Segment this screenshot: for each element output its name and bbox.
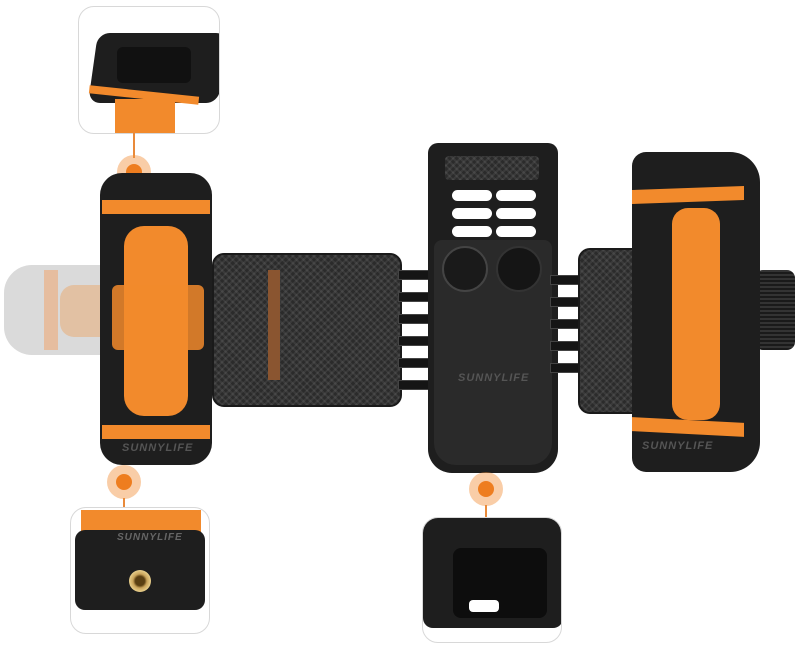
- hotspot-bottom-left[interactable]: [107, 465, 141, 499]
- left-mesh-plate: [212, 253, 402, 407]
- holder-bottom-cavity: [453, 548, 547, 618]
- callout-line-bottom-left: [123, 498, 125, 510]
- side-center-pad: [672, 208, 720, 420]
- hotspot-bottom-center[interactable]: [469, 472, 503, 506]
- holder-top-grip: [445, 156, 539, 180]
- callout-line-top: [133, 132, 135, 158]
- clamp-top-jaw: [102, 200, 210, 214]
- vent-slot: [452, 190, 492, 201]
- callout-holder-bottom: [422, 517, 562, 643]
- vent-slot: [452, 226, 492, 237]
- vent-slot: [496, 208, 536, 219]
- holder-bottom-slot: [469, 600, 499, 612]
- brass-thread-insert-icon: [129, 570, 151, 592]
- record-button-icon[interactable]: [496, 246, 542, 292]
- clamp-bottom-jaw: [102, 425, 210, 439]
- hinge-ribs-right: [550, 265, 580, 405]
- cold-shoe-orange-pad: [115, 99, 175, 133]
- callout-line-bottom-center: [485, 505, 487, 517]
- cold-shoe-slot: [117, 47, 191, 83]
- vent-slot: [496, 190, 536, 201]
- brand-logo-side: SUNNYLIFE: [642, 440, 714, 452]
- brand-logo-thread: SUNNYLIFE: [117, 532, 183, 543]
- callout-cold-shoe: [78, 6, 220, 134]
- vent-slot: [496, 226, 536, 237]
- power-button-icon[interactable]: [442, 246, 488, 292]
- ghost-clamp-jaw: [44, 270, 58, 350]
- callout-tripod-thread: SUNNYLIFE: [70, 507, 210, 634]
- rotation-knob-icon[interactable]: [755, 270, 795, 350]
- clamp-pad-overlay: [112, 285, 204, 350]
- hinge-ribs-left: [398, 260, 434, 405]
- brand-logo-holder: SUNNYLIFE: [458, 372, 530, 384]
- left-plate-orange-stripe: [268, 270, 280, 380]
- brand-logo-front: SUNNYLIFE: [122, 442, 194, 454]
- vent-slot: [452, 208, 492, 219]
